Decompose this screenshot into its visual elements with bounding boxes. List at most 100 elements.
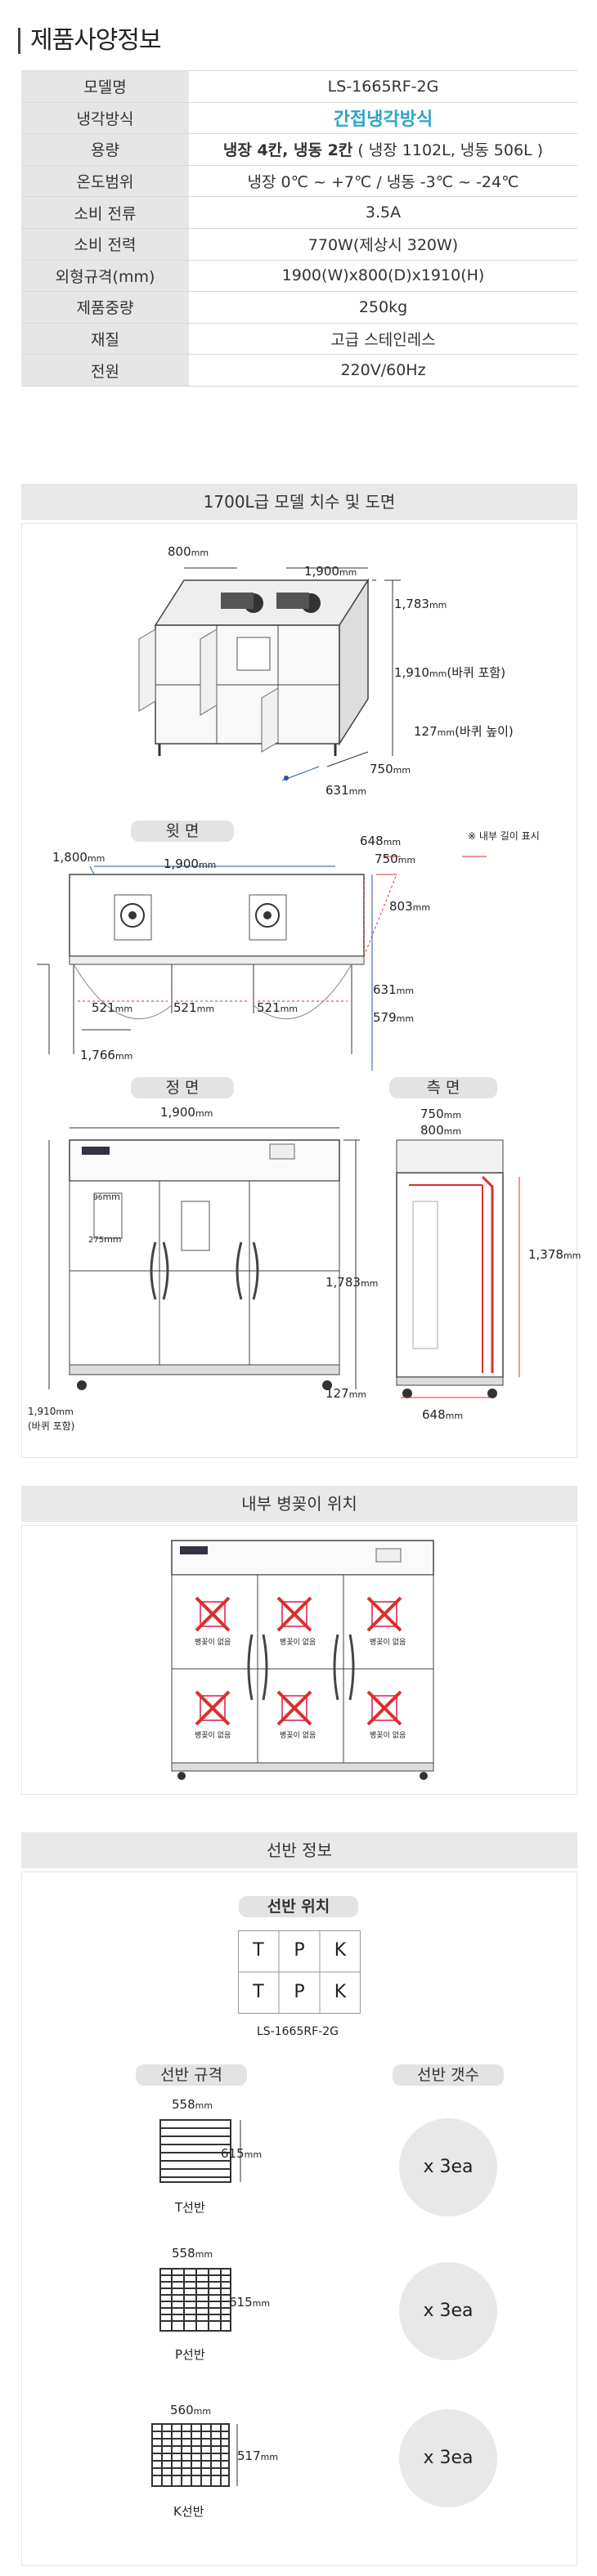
front-view-drawing — [48, 1127, 360, 1390]
spec-row: 재질 고급 스테인레스 — [21, 323, 577, 356]
top-depth-750: 750mm — [375, 852, 416, 866]
spec-value: 냉장 4칸, 냉동 2칸 ( 냉장 1102L, 냉동 506L ) — [189, 133, 577, 166]
front-width: 1,900mm — [160, 1105, 213, 1120]
top-view-label: 윗 면 — [131, 821, 234, 842]
front-inner-275: 275mm — [88, 1234, 122, 1245]
spec-row: 외형규격(mm) 1900(W)x800(D)x1910(H) — [21, 260, 577, 293]
side-depth-648: 648mm — [422, 1407, 464, 1422]
top-depth-803: 803mm — [389, 899, 431, 914]
top-width-1900: 1,900mm — [164, 856, 217, 871]
iso-height-1783: 1,783mm — [394, 597, 447, 611]
spec-value-text: 고급 스테인레스 — [330, 331, 436, 350]
spec-value: 250kg — [189, 291, 577, 324]
side-view-drawing — [396, 1139, 520, 1398]
t-shelf-drawing — [159, 2119, 241, 2183]
bottle-label-4: 병꽂이 없음 — [195, 1732, 231, 1740]
shelf-header: 선반 정보 — [21, 1832, 577, 1868]
spec-value-text: 1900(W)x800(D)x1910(H) — [281, 266, 485, 285]
spec-value: 고급 스테인레스 — [189, 323, 577, 356]
iso-depth-631: 631mm — [325, 783, 367, 798]
shelf-pos-r2-c2: P — [294, 1982, 305, 2002]
spec-key: 소비 전류 — [21, 196, 189, 229]
spec-value: 220V/60Hz — [189, 354, 577, 387]
iso-drawing — [138, 567, 401, 781]
spec-value: 1900(W)x800(D)x1910(H) — [189, 260, 577, 293]
spec-row: 냉각방식 간접냉각방식 — [21, 102, 577, 135]
spec-value-text: 250kg — [358, 297, 408, 316]
top-depth-648: 648mm — [360, 834, 402, 848]
t-shelf-count: x 3ea — [399, 2118, 497, 2216]
side-depth-750: 750mm — [420, 1107, 462, 1121]
bottle-drawing — [171, 1540, 434, 1780]
top-space-2: 521mm — [173, 1000, 215, 1015]
spec-value: LS-1665RF-2G — [189, 70, 577, 103]
spec-value-text: 냉장 0℃ ~ +7℃ / 냉동 -3℃ ~ -24℃ — [247, 173, 519, 192]
shelf-pos-r2-c3: K — [334, 1982, 347, 2002]
front-height-note: (바퀴 포함) — [28, 1420, 75, 1432]
shelf-count-title: 선반 갯수 — [393, 2064, 504, 2086]
k-shelf-drawing — [151, 2423, 238, 2487]
p-shelf-count: x 3ea — [399, 2262, 497, 2360]
p-shelf-width: 558mm — [172, 2246, 213, 2261]
p-shelf-height: 615mm — [229, 2295, 271, 2310]
spec-value: 3.5A — [189, 196, 577, 229]
bottle-label-5: 병꽂이 없음 — [280, 1732, 316, 1740]
spec-key: 전원 — [21, 354, 189, 387]
side-depth-800: 800mm — [420, 1123, 462, 1138]
dimension-header: 1700L급 모델 치수 및 도면 — [21, 484, 577, 520]
top-note: ※ 내부 길이 표시 — [468, 830, 540, 842]
spec-value: 간접냉각방식 — [189, 102, 577, 135]
iso-depth: 800mm — [168, 544, 209, 559]
shelf-pos-r1-c3: K — [334, 1940, 347, 1961]
shelf-position-title: 선반 위치 — [239, 1896, 358, 1917]
spec-value-text: 간접냉각방식 — [333, 110, 433, 131]
spec-key: 재질 — [21, 323, 189, 356]
k-shelf-width: 560mm — [170, 2403, 212, 2417]
spec-row: 온도범위 냉장 0℃ ~ +7℃ / 냉동 -3℃ ~ -24℃ — [21, 165, 577, 198]
spec-key: 외형규격(mm) — [21, 260, 189, 293]
spec-key: 모델명 — [21, 70, 189, 103]
spec-key: 냉각방식 — [21, 102, 189, 135]
front-height-1783: 1,783mm — [325, 1275, 379, 1290]
spec-value: 냉장 0℃ ~ +7℃ / 냉동 -3℃ ~ -24℃ — [189, 165, 577, 198]
front-inner-96: 96mm — [93, 1192, 120, 1202]
spec-value-rest: ( 냉장 1102L, 냉동 506L ) — [352, 141, 544, 160]
bottle-header: 내부 병꽂이 위치 — [21, 1486, 577, 1522]
t-shelf-height: 615mm — [221, 2146, 263, 2161]
iso-width: 1,900mm — [304, 564, 357, 579]
front-height-1910: 1,910mm — [28, 1406, 74, 1417]
spec-value-text: 3.5A — [365, 203, 402, 222]
shelf-model: LS-1665RF-2G — [257, 2025, 339, 2038]
k-shelf-name: K선반 — [173, 2504, 204, 2519]
shelf-position-grid — [238, 1930, 361, 2014]
side-height-1378: 1,378mm — [528, 1247, 581, 1262]
iso-leg-height: 127mm(바퀴 높이) — [414, 724, 514, 739]
k-shelf-height: 517mm — [237, 2449, 279, 2463]
bottle-label-3: 병꽂이 없음 — [370, 1639, 406, 1647]
p-shelf-drawing — [159, 2268, 231, 2332]
iso-height-1910: 1,910mm(바퀴 포함) — [394, 665, 506, 680]
spec-key: 제품중량 — [21, 291, 189, 324]
spec-key: 온도범위 — [21, 165, 189, 198]
p-shelf-name: P선반 — [175, 2347, 205, 2362]
spec-row: 소비 전류 3.5A — [21, 196, 577, 229]
front-view-label: 정 면 — [131, 1077, 234, 1098]
top-width-1800: 1,800mm — [52, 850, 105, 865]
shelf-pos-r1-c2: P — [294, 1940, 305, 1961]
page-title: 제품사양정보 — [18, 28, 162, 54]
spec-value-bold: 냉장 4칸, 냉동 2칸 — [222, 141, 353, 160]
bottle-label-6: 병꽂이 없음 — [370, 1732, 406, 1740]
k-shelf-count: x 3ea — [399, 2409, 497, 2507]
iso-depth-750: 750mm — [370, 762, 411, 776]
shelf-pos-r2-c1: T — [253, 1982, 264, 2002]
top-width-1766: 1,766mm — [80, 1048, 133, 1062]
t-shelf-width: 558mm — [172, 2097, 213, 2112]
spec-row: 제품중량 250kg — [21, 291, 577, 324]
front-leg-127: 127mm — [325, 1386, 367, 1401]
t-shelf-name: T선반 — [175, 2200, 205, 2215]
spec-value: 770W(제상시 320W) — [189, 228, 577, 261]
